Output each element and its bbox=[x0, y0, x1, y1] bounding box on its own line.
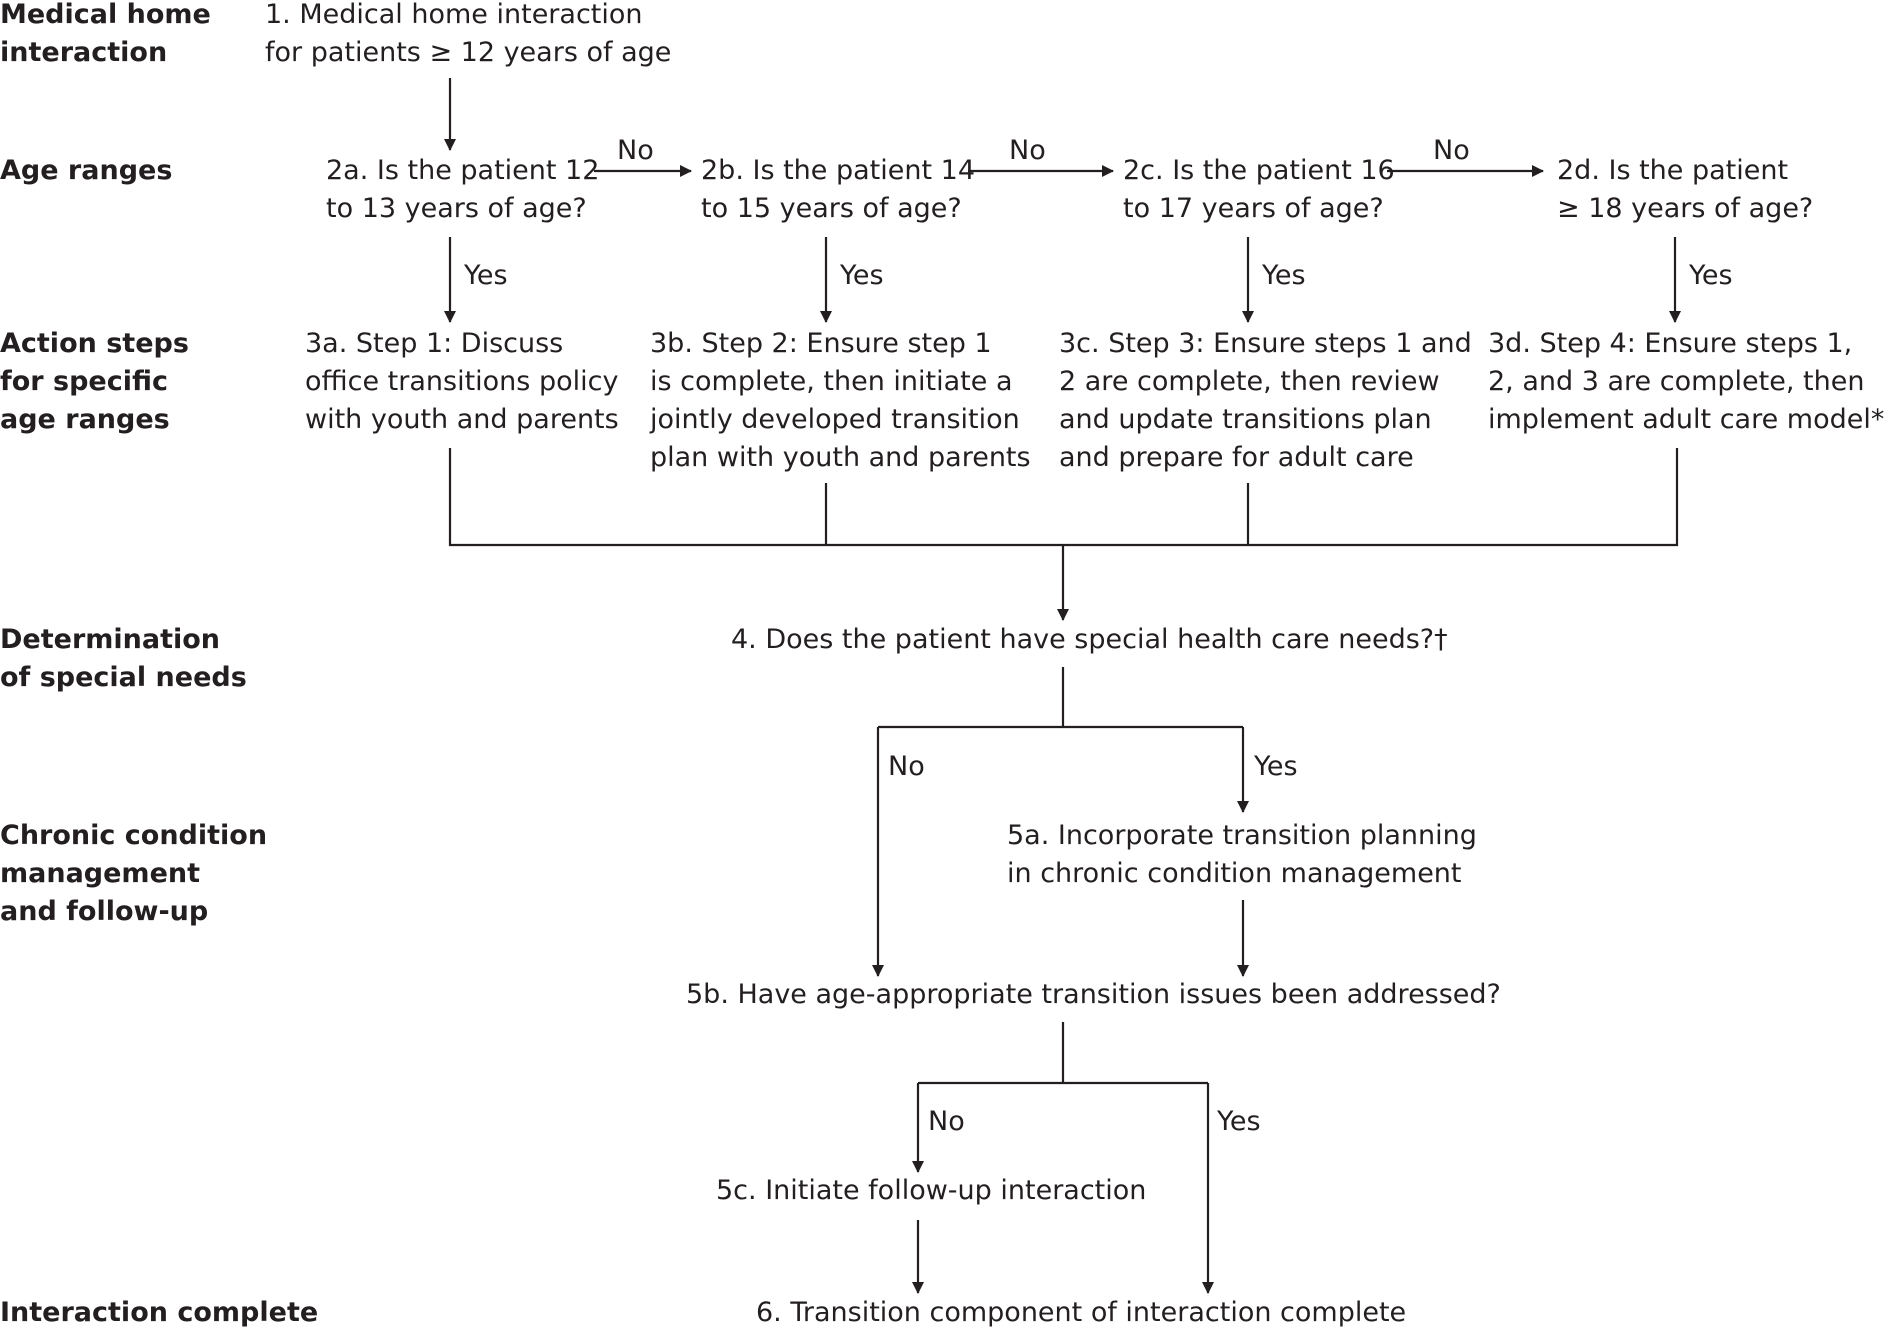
edge-label-no-4: No bbox=[888, 751, 925, 782]
edge-label-yes-2a: Yes bbox=[464, 260, 508, 291]
edge-label-yes-5b: Yes bbox=[1217, 1106, 1261, 1137]
row-label-determination: Determination of special needs bbox=[0, 624, 247, 693]
node-2b-age-14-15: 2b. Is the patient 14 to 15 years of age… bbox=[701, 155, 976, 224]
row-label-chronic: Chronic condition management and follow-… bbox=[0, 820, 268, 927]
node-4-special-needs: 4. Does the patient have special health … bbox=[731, 624, 1448, 655]
node-2d-age-18-plus: 2d. Is the patient ≥ 18 years of age? bbox=[1557, 155, 1814, 224]
row-label-age-ranges: Age ranges bbox=[0, 155, 173, 186]
node-5b-issues-addressed: 5b. Have age-appropriate transition issu… bbox=[686, 979, 1501, 1010]
edge-label-yes-2d: Yes bbox=[1689, 260, 1733, 291]
node-3a-step-1: 3a. Step 1: Discuss office transitions p… bbox=[305, 328, 619, 435]
edge-label-yes-4: Yes bbox=[1254, 751, 1298, 782]
edge-label-no-2b: No bbox=[1009, 135, 1046, 166]
row-label-medical-home: Medical home interaction bbox=[0, 0, 211, 68]
edge-label-no-5b: No bbox=[928, 1106, 965, 1137]
node-2a-age-12-13: 2a. Is the patient 12 to 13 years of age… bbox=[326, 155, 600, 224]
node-5a-incorporate-planning: 5a. Incorporate transition planning in c… bbox=[1007, 820, 1477, 889]
node-6-interaction-complete: 6. Transition component of interaction c… bbox=[756, 1297, 1407, 1328]
node-3b-step-2: 3b. Step 2: Ensure step 1 is complete, t… bbox=[650, 328, 1031, 473]
edge-label-yes-2b: Yes bbox=[840, 260, 884, 291]
row-label-complete: Interaction complete bbox=[0, 1297, 319, 1328]
node-1-medical-home-interaction: 1. Medical home interaction for patients… bbox=[265, 0, 672, 68]
edge-label-no-2c: No bbox=[1433, 135, 1470, 166]
edge-label-no-2a: No bbox=[617, 135, 654, 166]
node-2c-age-16-17: 2c. Is the patient 16 to 17 years of age… bbox=[1123, 155, 1395, 224]
node-5c-follow-up: 5c. Initiate follow-up interaction bbox=[716, 1175, 1147, 1206]
node-3d-step-4: 3d. Step 4: Ensure steps 1, 2, and 3 are… bbox=[1488, 328, 1884, 435]
edge-label-yes-2c: Yes bbox=[1262, 260, 1306, 291]
row-label-action-steps: Action steps for specific age ranges bbox=[0, 328, 189, 435]
node-3c-step-3: 3c. Step 3: Ensure steps 1 and 2 are com… bbox=[1059, 328, 1472, 473]
